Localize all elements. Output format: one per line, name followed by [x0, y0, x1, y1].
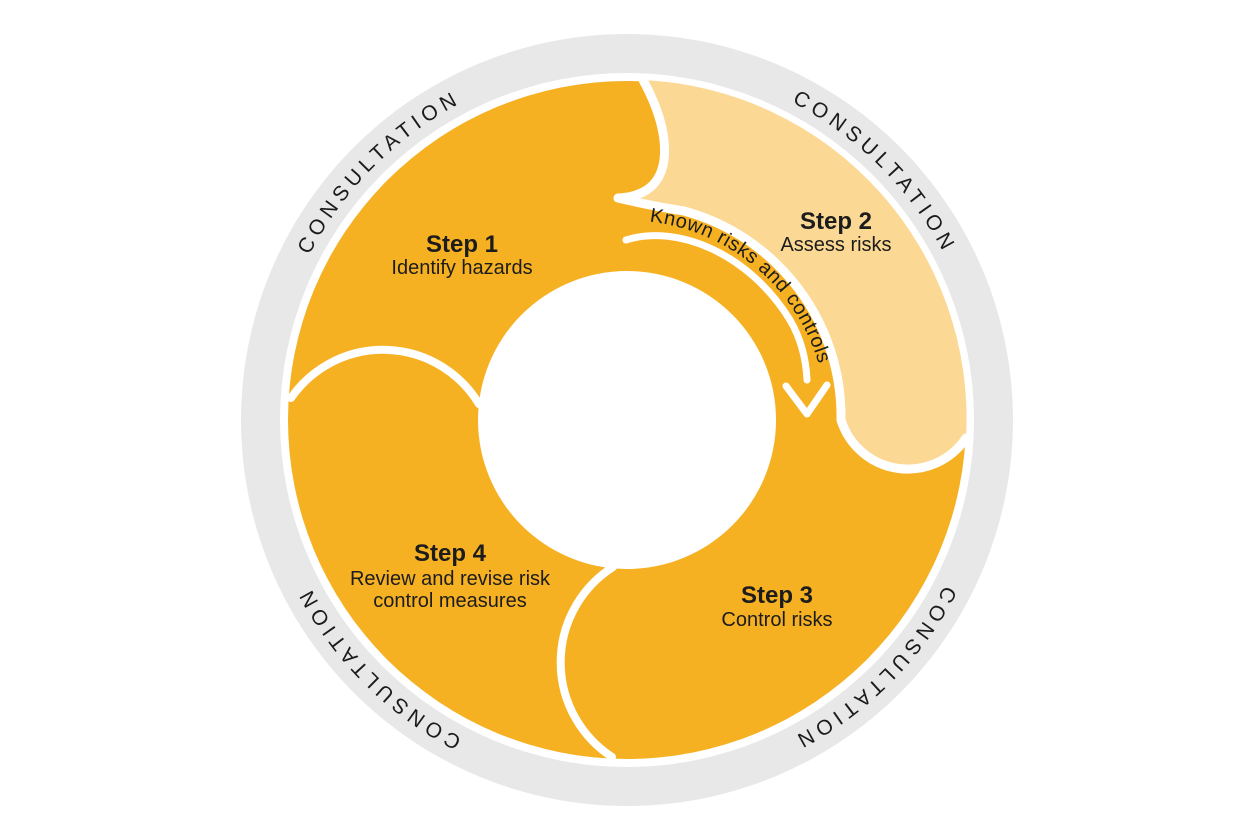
step2-segment-outline — [613, 75, 971, 474]
step3-step4-divider — [556, 563, 617, 761]
step-1-label-group: Step 1 Identify hazards — [391, 231, 532, 279]
step-1-subtitle: Identify hazards — [391, 257, 532, 279]
step-4-title: Step 4 — [414, 540, 487, 567]
center-hole — [478, 271, 776, 569]
step-4-label-group: Step 4 Review and revise risk control me… — [350, 540, 551, 612]
step1-step4-divider — [287, 345, 483, 408]
known-risks-arrow-stem — [622, 232, 811, 384]
step-2-subtitle: Assess risks — [780, 234, 891, 256]
step-3-title: Step 3 — [741, 582, 813, 609]
step-4-subtitle-line2: control measures — [373, 590, 526, 612]
step-3-label-group: Step 3 Control risks — [721, 582, 832, 631]
step-2-label-group: Step 2 Assess risks — [780, 208, 891, 256]
step-2-title: Step 2 — [800, 208, 872, 235]
step-1-title: Step 1 — [426, 231, 498, 258]
step-3-subtitle: Control risks — [721, 609, 832, 631]
known-risks-arrowhead-icon — [782, 381, 831, 418]
step-4-subtitle-line1: Review and revise risk — [350, 568, 551, 590]
